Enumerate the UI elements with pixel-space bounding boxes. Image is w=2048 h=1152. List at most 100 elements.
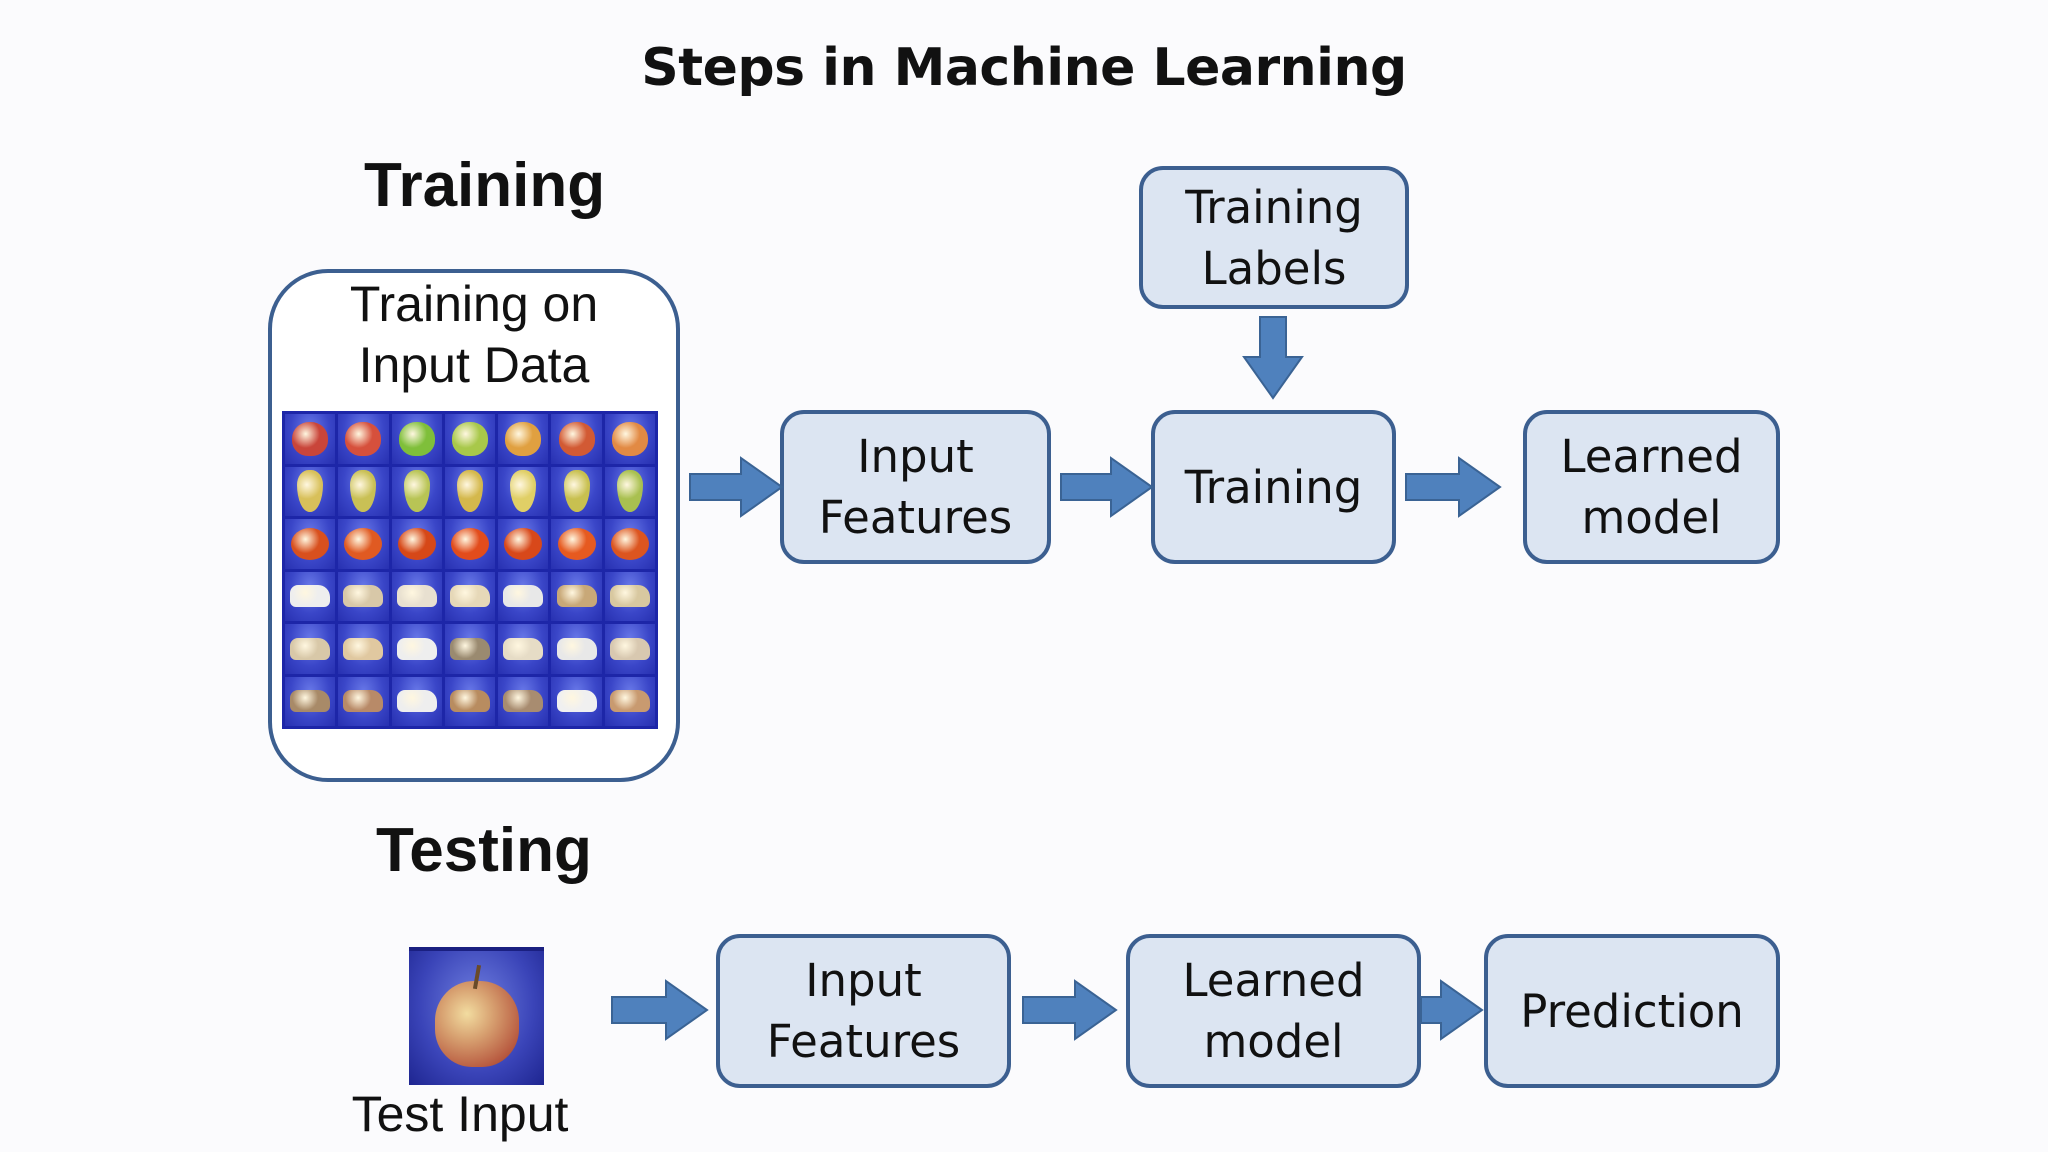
- training-heading: Training: [364, 151, 606, 220]
- horse-thumbnail: [498, 676, 549, 726]
- apple-thumbnail: [498, 414, 549, 464]
- dog-icon: [290, 637, 331, 660]
- cow-thumbnail: [444, 571, 496, 621]
- testing-input-features-node: Input Features: [716, 934, 1011, 1088]
- tomato-thumbnail: [338, 519, 389, 569]
- arrow-right-icon: [689, 456, 784, 518]
- dog-thumbnail: [444, 624, 496, 674]
- tomato-icon: [557, 527, 596, 560]
- horse-thumbnail: [444, 676, 496, 726]
- horse-thumbnail: [285, 676, 336, 726]
- apple-icon: [558, 421, 595, 456]
- training-learned-model-node: Learned model: [1523, 410, 1780, 564]
- horse-thumbnail: [338, 676, 389, 726]
- pear-thumbnail: [285, 466, 336, 516]
- arrow-right-icon: [1420, 979, 1484, 1041]
- cow-thumbnail: [551, 571, 602, 621]
- dog-icon: [609, 637, 650, 660]
- test-input-image: [409, 947, 544, 1085]
- training-input-features-node: Input Features: [780, 410, 1051, 564]
- horse-icon: [449, 690, 490, 713]
- dog-icon: [396, 637, 437, 660]
- tomato-icon: [397, 527, 436, 560]
- training-image-grid: [282, 411, 658, 729]
- cow-icon: [396, 585, 437, 608]
- apple-icon: [505, 421, 542, 456]
- cow-icon: [290, 585, 331, 608]
- tomato-icon: [610, 527, 649, 560]
- cow-thumbnail: [604, 571, 655, 621]
- test-input-label: Test Input: [351, 1086, 569, 1142]
- tomato-icon: [291, 527, 330, 560]
- training-input-label: Training on Input Data: [349, 276, 599, 393]
- tomato-icon: [504, 527, 543, 560]
- apple-icon: [345, 421, 382, 456]
- cow-icon: [609, 585, 650, 608]
- horse-thumbnail: [604, 676, 655, 726]
- dog-icon: [449, 637, 490, 660]
- pear-thumbnail: [604, 466, 655, 516]
- apple-icon: [435, 981, 519, 1067]
- pear-icon: [456, 470, 483, 513]
- cow-thumbnail: [391, 571, 442, 621]
- tomato-thumbnail: [551, 519, 602, 569]
- pear-icon: [350, 470, 377, 513]
- apple-icon: [398, 421, 435, 456]
- apple-thumbnail: [391, 414, 442, 464]
- pear-icon: [297, 470, 324, 513]
- horse-icon: [396, 690, 437, 713]
- tomato-thumbnail: [285, 519, 336, 569]
- apple-thumbnail: [604, 414, 655, 464]
- cow-icon: [449, 585, 490, 608]
- dog-icon: [343, 637, 384, 660]
- horse-thumbnail: [551, 676, 602, 726]
- apple-thumbnail: [551, 414, 602, 464]
- testing-learned-model-node: Learned model: [1126, 934, 1421, 1088]
- dog-icon: [503, 637, 544, 660]
- tomato-thumbnail: [444, 519, 496, 569]
- dog-thumbnail: [551, 624, 602, 674]
- horse-icon: [290, 690, 331, 713]
- pear-icon: [616, 470, 643, 513]
- dog-thumbnail: [604, 624, 655, 674]
- tomato-icon: [344, 527, 383, 560]
- training-labels-node: Training Labels: [1139, 166, 1409, 309]
- horse-icon: [503, 690, 544, 713]
- horse-thumbnail: [391, 676, 442, 726]
- arrow-right-icon: [1022, 979, 1118, 1041]
- training-step-node: Training: [1151, 410, 1396, 564]
- arrow-right-icon: [1060, 456, 1154, 518]
- cow-icon: [556, 585, 597, 608]
- pear-thumbnail: [551, 466, 602, 516]
- dog-thumbnail: [391, 624, 442, 674]
- arrow-right-icon: [611, 979, 709, 1041]
- pear-icon: [510, 470, 537, 513]
- prediction-node: Prediction: [1484, 934, 1780, 1088]
- tomato-thumbnail: [391, 519, 442, 569]
- pear-thumbnail: [498, 466, 549, 516]
- tomato-thumbnail: [604, 519, 655, 569]
- tomato-thumbnail: [498, 519, 549, 569]
- dog-thumbnail: [498, 624, 549, 674]
- horse-icon: [343, 690, 384, 713]
- arrow-down-icon: [1242, 316, 1304, 400]
- pear-thumbnail: [338, 466, 389, 516]
- apple-icon: [611, 421, 648, 456]
- apple-icon: [292, 421, 329, 456]
- testing-heading: Testing: [376, 816, 592, 885]
- horse-icon: [609, 690, 650, 713]
- cow-icon: [503, 585, 544, 608]
- pear-icon: [563, 470, 590, 513]
- dog-thumbnail: [285, 624, 336, 674]
- cow-thumbnail: [285, 571, 336, 621]
- pear-thumbnail: [391, 466, 442, 516]
- apple-thumbnail: [444, 414, 496, 464]
- cow-thumbnail: [338, 571, 389, 621]
- dog-thumbnail: [338, 624, 389, 674]
- cow-thumbnail: [498, 571, 549, 621]
- horse-icon: [556, 690, 597, 713]
- pear-icon: [403, 470, 430, 513]
- dog-icon: [556, 637, 597, 660]
- tomato-icon: [450, 527, 489, 560]
